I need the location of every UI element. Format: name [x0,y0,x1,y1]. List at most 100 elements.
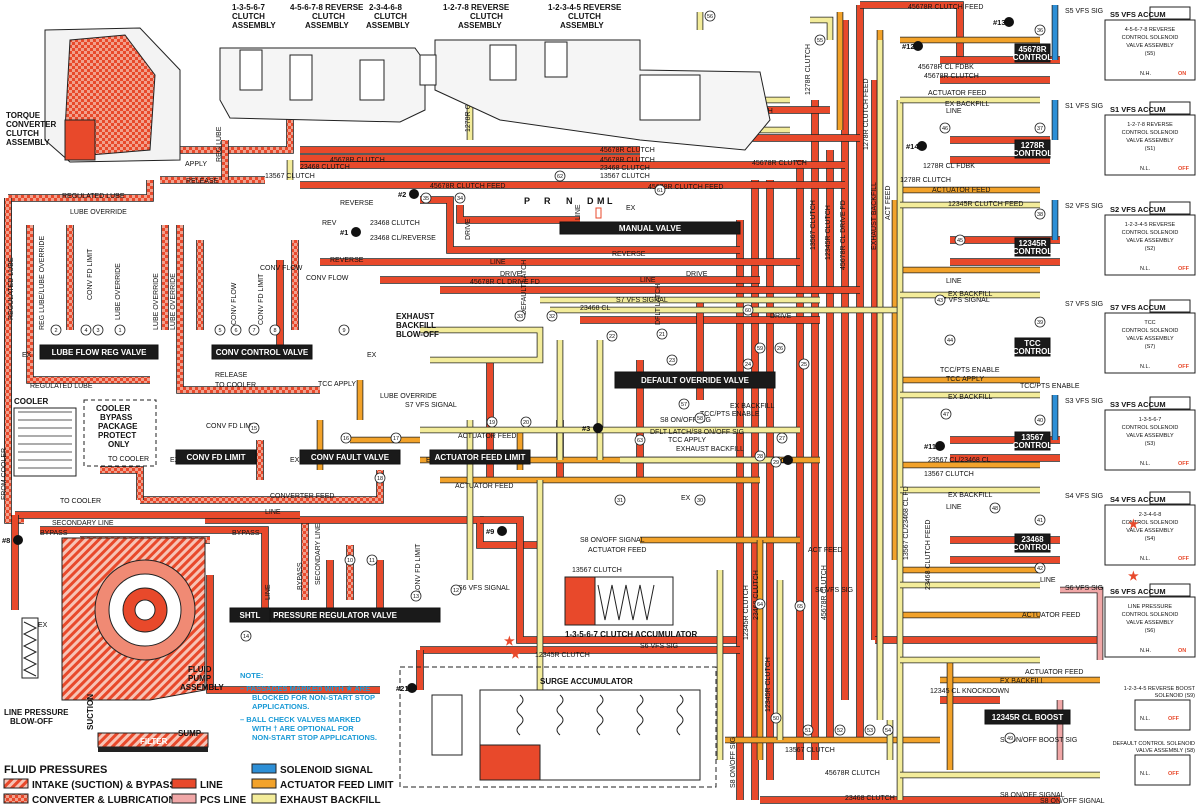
actuator-feed-limit-valve: ACTUATOR FEED LIMIT [429,449,531,465]
manual-valve-label: MANUAL VALVE [619,224,682,233]
port-47-number: 47 [943,412,949,418]
port-18-number: 18 [377,476,383,482]
solenoid-s5-desc-line: (S5) [1145,51,1156,57]
solenoid-s9-state: OFF [1168,716,1180,722]
label-lube-override-v3: LUBE OVERRIDE [170,273,177,330]
prnd-r: R [544,196,551,206]
label-23468-2: 23468 CLUTCH [300,164,350,171]
label-ex: EX [38,622,48,629]
port-40-ring [1034,414,1046,426]
port-36-number: 36 [1037,28,1043,34]
solenoid-s2-accum [1149,201,1191,215]
label-apply: APPLY [185,161,207,168]
solenoid-s6-state: ON [1178,648,1186,654]
port-36-ring [1034,24,1046,36]
port-47-ring [940,408,952,420]
check-ball-12: #12 [902,41,923,51]
label-conv-fd-limit-h: CONV FD LIMIT [206,423,258,430]
port-62-ring [554,170,566,182]
port-27-number: 27 [779,436,785,442]
solenoid-s1-state: OFF [1178,166,1190,172]
surge-accumulator [399,666,717,788]
port-61-number: 61 [657,188,663,194]
blocked-star-2: ★ [1128,569,1139,583]
label-secondary_line: SECONDARY LINE [52,520,114,527]
note-line-2: BLOCKED FOR NON-START STOP [252,693,375,702]
check-ball-2-label: #2 [398,190,406,199]
solenoid-s1-desc-line: CONTROL SOLENOID [1122,130,1179,136]
filter-sump [97,732,209,752]
port-54-number: 54 [885,728,891,734]
label-bypass: BYPASS [40,530,68,537]
solenoid-s3-state: OFF [1178,461,1190,467]
port-34: 34 [454,192,466,204]
conv-fault-valve-label: CONV FAULT VALVE [311,453,390,462]
label-c23468_clutch: 23468 CLUTCH [370,220,420,227]
port-5: 5 [214,324,226,336]
solenoid-s4-state: OFF [1178,556,1190,562]
solenoid-s1-title: S1 VFS ACCUM [1110,105,1166,114]
solenoid-s8-desc-line: VALVE ASSEMBLY (S8) [1136,748,1195,754]
port-21-ring [656,328,668,340]
23468-control-valve-label-line: CONTROL [1013,543,1053,552]
label-s7-right: S7 VFS SIGNAL [938,297,990,304]
check-ball-1-ball [351,227,361,237]
check-ball-13-label: #13 [993,18,1006,27]
port-26-number: 26 [777,346,783,352]
label-actuator-r2: ACTUATOR FEED [932,187,990,194]
port-37-number: 37 [1037,126,1043,132]
12345r-cl-boost-valve: 12345R CL BOOST [984,709,1071,725]
prnd-indicator: P R N D M L [524,196,613,219]
legend-swatch-exhaust [251,793,277,804]
port-35-number: 35 [423,196,429,202]
label-rev: REV [322,220,337,227]
label-line-r5: LINE [1040,577,1056,584]
12345r-control-valve-label-line: CONTROL [1013,247,1053,256]
port-43-number: 43 [937,298,943,304]
port-19-ring [486,416,498,428]
solenoid-s7-title: S7 VFS ACCUM [1110,303,1166,312]
label-13567-2: 13567 CLUTCH [600,173,650,180]
solenoid-s8-signal-label: S8 ON/OFF SIGNAL [1000,792,1065,799]
solenoid-s2-desc-line: 1-2-3-4-5 REVERSE [1125,222,1176,228]
label-default_latch: DEFAULT LATCH [521,260,528,315]
label-conv-fd-limit-v: CONV FD LIMIT [258,273,265,325]
port-21: 21 [656,328,668,340]
port-64-ring [754,598,766,610]
port-4-ring [80,324,92,336]
port-25-number: 25 [801,362,807,368]
blocked-star-3: ★ [1128,517,1139,531]
prnd-p: P [524,196,530,206]
solenoid-s7-box [1104,312,1196,374]
title-cooler: COOLER [14,397,48,406]
pressure-regulator-valve-label: PRESSURE REGULATOR VALVE [273,611,398,620]
label-s8-left: S8 ON/OFF SIG [730,737,737,788]
port-38: 38 [1034,208,1046,220]
solenoid-s3-accum [1149,396,1191,410]
label-reverse-2: REVERSE [612,251,646,258]
label-45678r-v6: 45678R CLUTCH [821,565,828,620]
port-5-number: 5 [218,328,221,334]
solenoid-s2-desc-line: VALVE ASSEMBLY [1126,238,1174,244]
label-c23468_clutch_feed: 23468 CLUTCH FEED [925,520,932,590]
label-12345r-h-lower: 12345R CLUTCH [535,652,590,659]
solenoid-s7-desc-line: TCC [1144,320,1155,326]
port-13: 13 [410,590,422,602]
clutch-packs [239,41,701,121]
port-49-ring [1004,732,1016,744]
lube-flow-valve-body [39,344,159,360]
port-15: 15 [248,422,260,434]
label-drive: DRIVE [500,271,522,278]
conv-fault-valve-body [299,449,401,465]
port-65: 65 [794,600,806,612]
label-s8-bottom: S8 ON/OFF SIGNAL [1040,798,1105,805]
